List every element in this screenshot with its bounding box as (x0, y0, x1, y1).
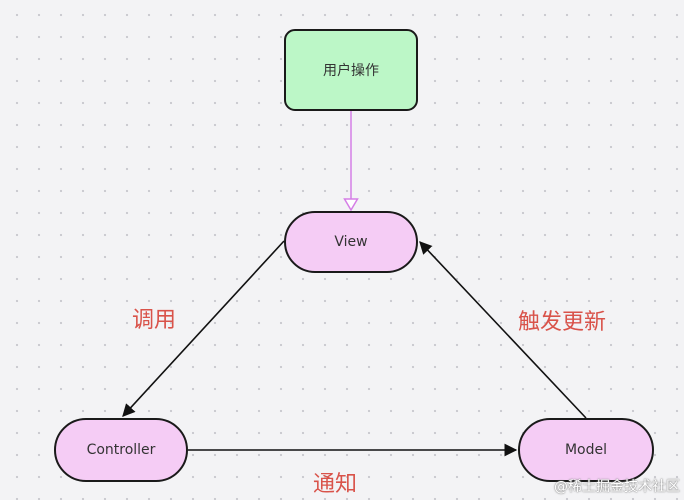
model-label: Model (564, 442, 608, 458)
user-action-label: 用户操作 (323, 63, 379, 79)
edge-model-to-view (419, 241, 587, 419)
watermark: @稀土掘金技术社区 (554, 479, 680, 495)
controller-label: Controller (86, 442, 156, 458)
edge-label-trigger-update: 触发更新 (518, 310, 607, 335)
controller-node: Controller (54, 418, 188, 482)
view-node: View (284, 211, 418, 273)
view-label: View (334, 234, 368, 250)
user-action-node: 用户操作 (284, 29, 418, 111)
edge-label-call: 调用 (132, 308, 177, 333)
edge-view-to-controller (122, 240, 285, 417)
model-node: Model (518, 418, 654, 482)
edge-user-to-view-arrowhead (343, 198, 359, 212)
edge-label-notify: 通知 (313, 472, 358, 497)
